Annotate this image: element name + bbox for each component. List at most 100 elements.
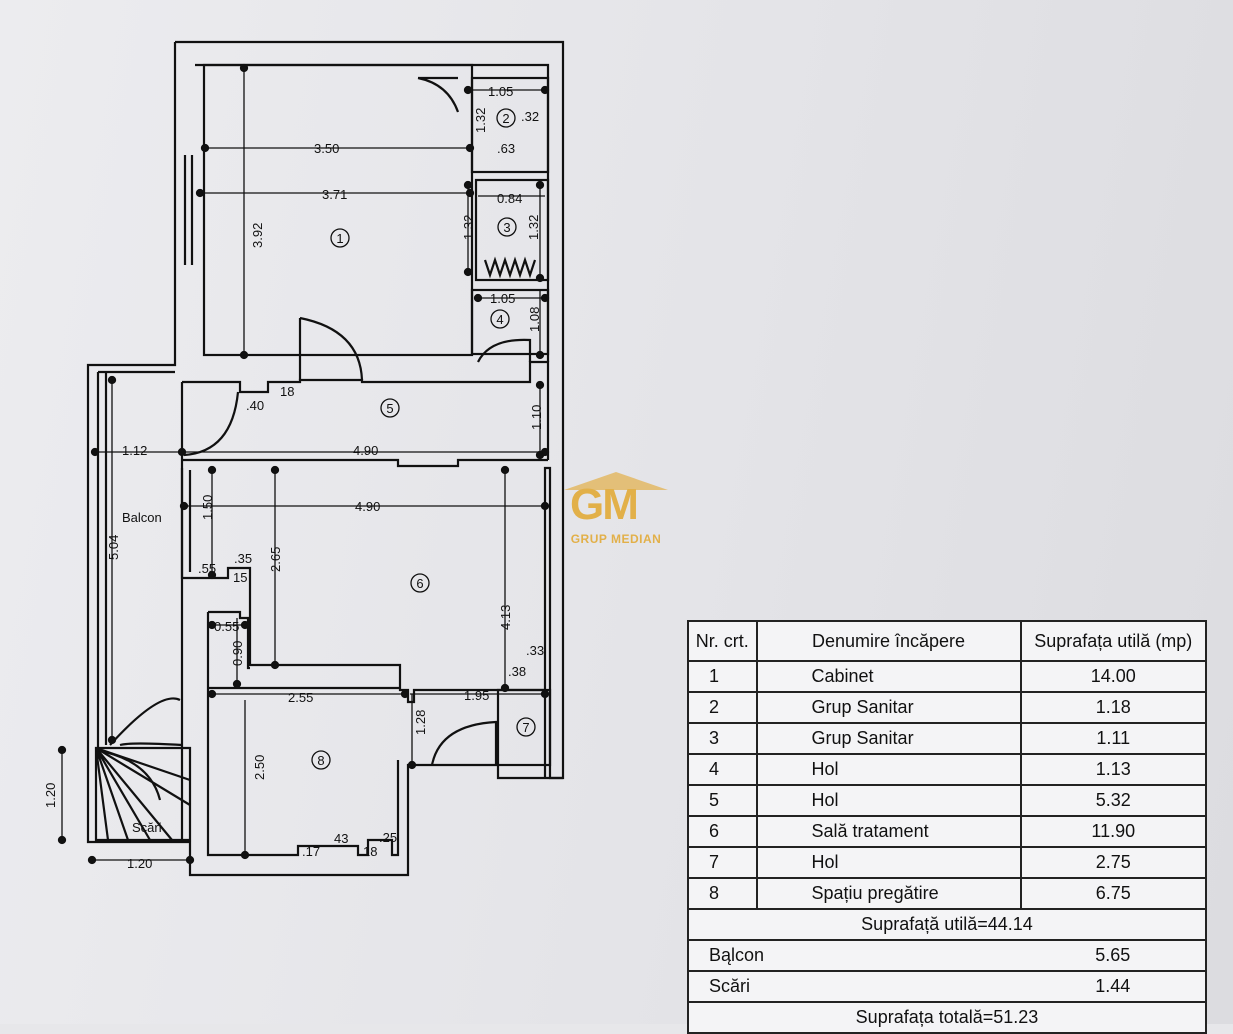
dim-label: .55 [198, 561, 216, 576]
dim-label: 3.50 [314, 141, 339, 156]
company-logo: GM GRUP MEDIAN [556, 472, 676, 554]
room-4-wall [470, 288, 550, 356]
dim-label: 0.90 [230, 641, 245, 666]
extra-name: Bąlcon [687, 939, 1021, 972]
room-3-label: 3 [503, 220, 510, 235]
logo-roof-icon [564, 472, 668, 490]
row-nr: 2 [687, 691, 758, 724]
dim-label: 2.65 [268, 547, 283, 572]
row-name: Hol [755, 753, 1022, 786]
room-1-marker [330, 228, 350, 248]
room-5-label: 5 [386, 401, 393, 416]
room-1-label: 1 [336, 231, 343, 246]
room-2-label: 2 [502, 111, 509, 126]
door-room-7 [430, 720, 498, 766]
dim-label: 1.05 [488, 84, 513, 99]
row-name: Spațiu pregătire [755, 877, 1022, 910]
dim-label: .63 [497, 141, 515, 156]
extra-area: 1.44 [1020, 970, 1208, 1003]
dim-label: 1.12 [122, 443, 147, 458]
dim-label: 1.08 [527, 307, 542, 332]
dim-label: .35 [234, 551, 252, 566]
room-5-marker [380, 398, 400, 418]
row-area: 2.75 [1019, 846, 1208, 879]
useful-total: Suprafață utilă=44.14 [687, 908, 1207, 941]
dim-label: 4.90 [353, 443, 378, 458]
dim-label: .25 [379, 830, 397, 845]
dim-label: 18 [363, 844, 377, 859]
row-name: Sală tratament [755, 815, 1022, 848]
row-nr: 7 [687, 846, 758, 879]
stairs-label: Scări [132, 820, 162, 835]
dim-label: 1.05 [490, 291, 515, 306]
dim-label: .32 [521, 109, 539, 124]
room-3-wall [474, 178, 550, 282]
header-nr: Nr. crt. [687, 620, 758, 662]
door-balcony [109, 697, 183, 747]
room-8-marker [311, 750, 331, 770]
grand-total-row: Suprafața totală=51.23 [687, 1001, 1207, 1034]
header-area: Suprafața utilă (mp) [1019, 620, 1208, 662]
row-nr: 4 [687, 753, 758, 786]
grand-total: Suprafața totală=51.23 [687, 1001, 1207, 1034]
extra-name: Scări [687, 970, 1021, 1003]
door-hol-5 [183, 391, 240, 457]
row-area: 1.18 [1019, 691, 1208, 724]
room-7-wall [496, 688, 552, 767]
dim-label: 1.32 [473, 108, 488, 133]
row-name: Hol [755, 846, 1022, 879]
row-nr: 6 [687, 815, 758, 848]
room-5-bottom [182, 458, 548, 468]
room-8-wall [208, 610, 250, 670]
dim-label: 1.10 [529, 405, 544, 430]
dim-label: .17 [302, 844, 320, 859]
row-area: 5.32 [1019, 784, 1208, 817]
useful-total-row: Suprafață utilă=44.14 [687, 908, 1207, 941]
door-room-1 [298, 316, 364, 381]
row-name: Cabinet [755, 660, 1022, 693]
row-name: Hol [755, 784, 1022, 817]
dim-label: 4.90 [355, 499, 380, 514]
room-6-label: 6 [416, 576, 423, 591]
dim-label: 4.13 [498, 605, 513, 630]
table-header-row: Nr. crt. Denumire încăpere Suprafața uti… [687, 620, 1208, 662]
logo-mark: GM [570, 480, 639, 529]
row-area: 1.11 [1019, 722, 1208, 755]
stairs-steps [94, 746, 191, 841]
room-6-wall [180, 468, 545, 704]
dim-label: 1.95 [464, 688, 489, 703]
dim-label: 1.32 [461, 215, 476, 240]
room-1-wall [202, 63, 474, 357]
dim-label: 18 [280, 384, 294, 399]
dim-label: 1.20 [43, 783, 58, 808]
dim-label: 1.32 [526, 215, 541, 240]
row-nr: 8 [687, 877, 758, 910]
room-2-marker [496, 108, 516, 128]
dim-label: 0.55 [214, 619, 239, 634]
room-3-marker [497, 217, 517, 237]
dim-label: 3.71 [322, 187, 347, 202]
dim-label: 1.20 [127, 856, 152, 871]
room-6-marker [410, 573, 430, 593]
dim-label: .40 [246, 398, 264, 413]
dim-label: 15 [233, 570, 247, 585]
room-8-label: 8 [317, 753, 324, 768]
row-nr: 5 [687, 784, 758, 817]
row-name: Grup Sanitar [755, 722, 1022, 755]
room-3-vent [483, 256, 537, 279]
row-nr: 1 [687, 660, 758, 693]
room-7-label: 7 [522, 720, 529, 735]
dim-label: .38 [508, 664, 526, 679]
dim-label: 5.04 [106, 535, 121, 560]
header-name: Denumire încăpere [755, 620, 1022, 662]
dim-label: 1.50 [200, 495, 215, 520]
row-area: 6.75 [1019, 877, 1208, 910]
